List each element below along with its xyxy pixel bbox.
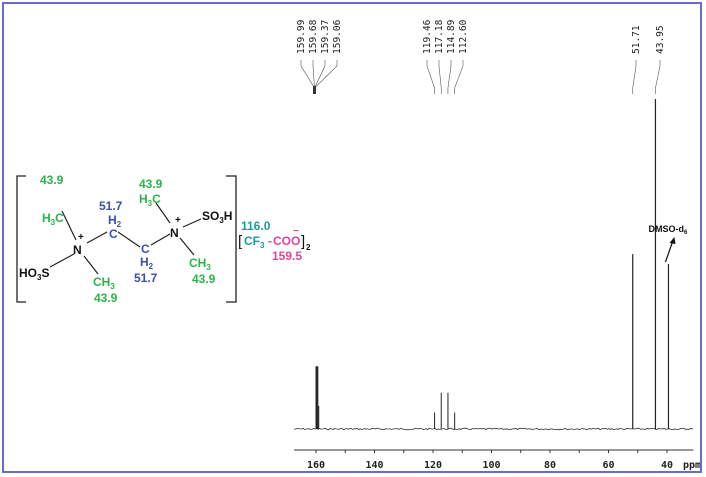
right-methyl-bottom: CH3 bbox=[189, 256, 211, 272]
ch2-b-carbon: C bbox=[141, 242, 150, 256]
ch2-b-shift: 51.7 bbox=[134, 271, 158, 285]
figure-frame: 43.9 H3C N + HO3S CH3 43.9 51.7 H2 C C H… bbox=[2, 2, 702, 473]
counterion-bracket-open: [ bbox=[238, 233, 243, 250]
right-methyl-top: H3C bbox=[139, 192, 161, 208]
dmso-arrow-head bbox=[669, 237, 676, 244]
right-nitrogen: N bbox=[170, 226, 179, 240]
peak-label-connector bbox=[438, 60, 442, 94]
x-tick-label: 80 bbox=[544, 460, 556, 471]
peak-label: 159.06 bbox=[332, 19, 343, 54]
cf3-shift: 116.0 bbox=[241, 219, 271, 233]
ch2-a-carbon: C bbox=[109, 227, 118, 241]
counterion-dash: - bbox=[268, 234, 272, 248]
dmso-label: DMSO-d6 bbox=[648, 224, 688, 236]
peak-label-connector bbox=[314, 60, 338, 94]
left-group: HO3S bbox=[19, 266, 49, 282]
ch2-a-shift: 51.7 bbox=[99, 199, 123, 213]
peak-label: 117.18 bbox=[434, 19, 445, 54]
left-methyl-bottom-shift: 43.9 bbox=[94, 291, 118, 305]
x-axis-label: ppm bbox=[683, 460, 701, 471]
peak-label: 159.37 bbox=[320, 20, 331, 54]
peak-label-connector bbox=[632, 60, 637, 94]
peak-label-cluster bbox=[313, 86, 316, 94]
peak-label-connector bbox=[300, 60, 315, 94]
peak-label: 51.71 bbox=[631, 25, 642, 54]
cf3-group: CF3 bbox=[244, 234, 265, 250]
dmso-arrow bbox=[664, 241, 674, 263]
left-charge: + bbox=[78, 232, 84, 243]
right-group: SO3H bbox=[202, 209, 232, 225]
right-methyl-bottom-shift: 43.9 bbox=[192, 272, 216, 286]
left-methyl-bottom: CH3 bbox=[93, 275, 115, 291]
left-methyl-top-shift: 43.9 bbox=[40, 173, 64, 187]
bonds bbox=[49, 202, 202, 275]
coo-charge: − bbox=[293, 226, 299, 237]
x-tick-label: 40 bbox=[661, 460, 673, 471]
peak-label: 159.99 bbox=[296, 19, 307, 54]
counterion-subscript: 2 bbox=[306, 243, 311, 252]
x-tick-label: 140 bbox=[365, 460, 383, 471]
x-tick-label: 120 bbox=[424, 460, 442, 471]
right-methyl-top-shift: 43.9 bbox=[139, 177, 163, 191]
peak-label-connector bbox=[447, 60, 452, 94]
baseline bbox=[294, 427, 694, 431]
peak-label: 43.95 bbox=[655, 25, 666, 54]
peak-label-connector bbox=[314, 60, 326, 94]
chemical-structure: 43.9 H3C N + HO3S CH3 43.9 51.7 H2 C C H… bbox=[16, 173, 311, 305]
x-tick-label: 60 bbox=[602, 460, 614, 471]
x-tick-label: 160 bbox=[307, 460, 325, 471]
peak-label: 119.46 bbox=[422, 19, 433, 54]
peak-label: 159.68 bbox=[308, 19, 319, 54]
left-methyl-top: H3C bbox=[42, 211, 64, 227]
x-tick-label: 100 bbox=[482, 460, 500, 471]
right-charge: + bbox=[175, 215, 181, 226]
peak-label: 114.89 bbox=[446, 19, 457, 54]
brackets bbox=[16, 175, 237, 303]
peak-label-connector bbox=[426, 60, 435, 94]
left-nitrogen: N bbox=[73, 243, 82, 257]
peak-label-connector bbox=[655, 60, 661, 94]
coo-shift: 159.5 bbox=[272, 249, 302, 263]
coo-group: COO bbox=[273, 234, 300, 248]
counterion-bracket-close: ] bbox=[301, 233, 305, 250]
peak-label: 112.60 bbox=[458, 19, 469, 54]
peak-label-connector bbox=[454, 60, 464, 94]
